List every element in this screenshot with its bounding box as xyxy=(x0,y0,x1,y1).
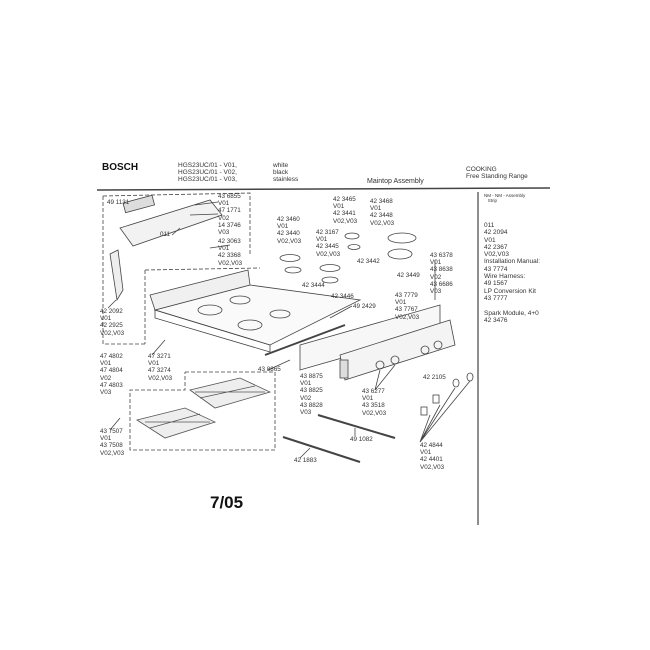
callout-c15: 42 3444 xyxy=(302,282,325,289)
callout-c19: 49 2429 xyxy=(353,303,376,310)
callout-c26: 42 4844 V01 42 4401 V02,V03 xyxy=(420,442,445,471)
callout-c5: 42 2092 V01 42 2925 V02,V03 xyxy=(100,308,125,337)
callout-c18: 43 7779 V01 43 7767 V02,V03 xyxy=(395,292,420,321)
callout-c7: 47 3271 V01 47 3274 V02,V03 xyxy=(148,353,173,382)
callout-c3: 011 xyxy=(160,231,171,238)
callout-c20: 43 8865 xyxy=(258,366,281,373)
callout-c10: 42 3465 V01 42 3441 V02,V03 xyxy=(333,196,358,225)
callout-c2: 43 6855 V01 47 1771 V02 14 3746 V03 xyxy=(218,193,241,237)
callout-c8: 43 7507 V01 43 7508 V02,V03 xyxy=(100,428,125,457)
callout-c13: 42 3442 xyxy=(357,258,380,265)
brand-logo: BOSCH xyxy=(102,162,139,173)
callout-c22: 43 6277 V01 43 3518 V02,V03 xyxy=(362,388,387,417)
callout-c4: 42 3063 V01 42 3368 V02,V03 xyxy=(218,238,243,267)
diagram-title: Maintop Assembly xyxy=(367,178,424,185)
category-label: COOKING Free Standing Range xyxy=(466,166,528,180)
callout-c16: 42 3446 xyxy=(331,293,354,300)
callout-c6: 47 4802 V01 47 4804 V02 47 4803 V03 xyxy=(100,353,123,397)
model-list: HGS23UC/01 - V01, HGS23UC/01 - V02, HGS2… xyxy=(178,162,237,183)
callout-c9: 42 3460 V01 42 3440 V02,V03 xyxy=(277,216,302,245)
callout-c14: 42 3449 xyxy=(397,272,420,279)
side-panel-text: 011 42 2094 V01 42 2367 V02,V03 Installa… xyxy=(484,222,541,324)
callout-c21: 43 8875 V01 43 8825 V02 43 8828 V03 xyxy=(300,373,323,417)
side-panel-note: NM - NM - Assembly Strip xyxy=(484,193,526,203)
callout-c17: 43 6378 V01 43 8638 V02 43 6686 V03 xyxy=(430,252,453,296)
color-list: white black stainless xyxy=(273,162,299,183)
date-code: 7/05 xyxy=(210,493,244,512)
callout-c12: 42 3167 V01 42 3445 V02,V03 xyxy=(316,229,341,258)
callout-c23: 42 2105 xyxy=(423,374,446,381)
callout-c25: 42 1883 xyxy=(294,457,317,464)
callout-c11: 42 3468 V01 42 3448 V02,V03 xyxy=(370,198,395,227)
callout-c24: 49 1082 xyxy=(350,436,373,443)
callout-c1: 49 1131 xyxy=(107,199,130,206)
